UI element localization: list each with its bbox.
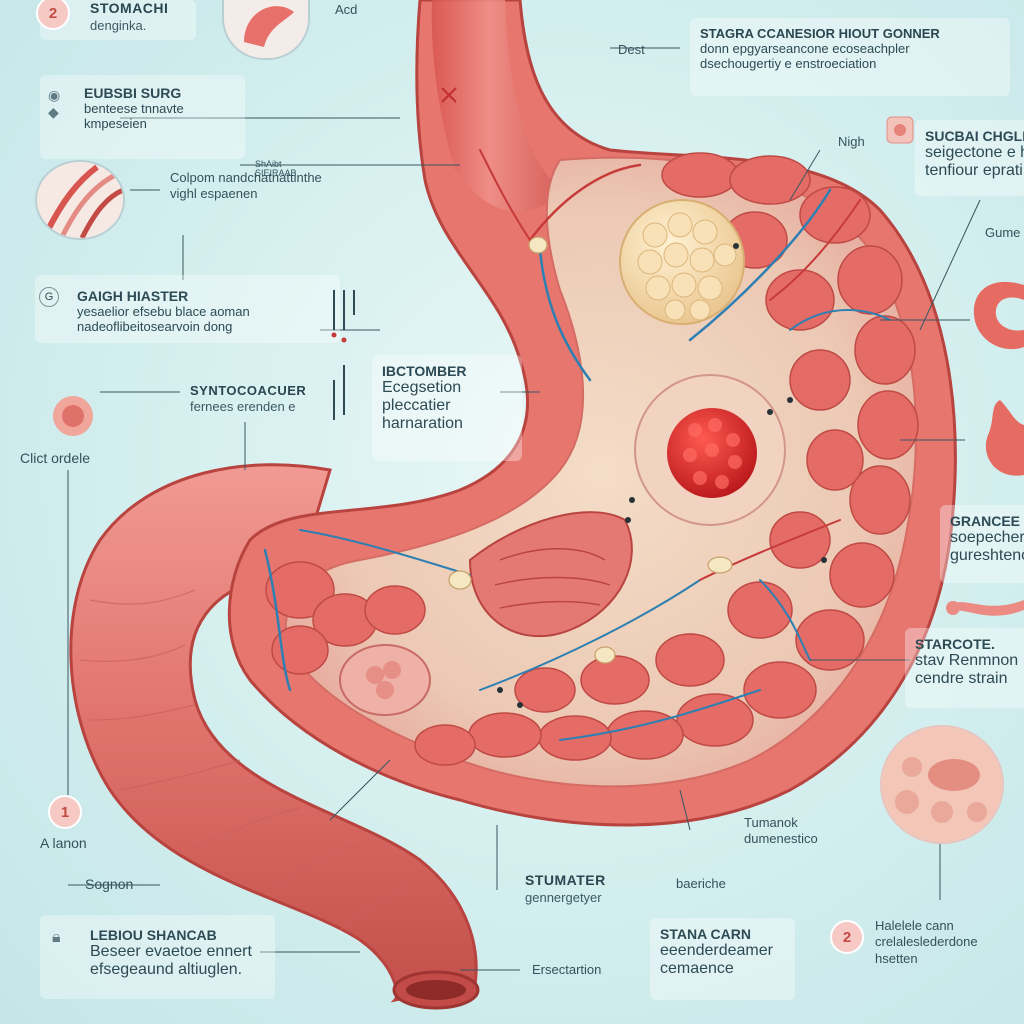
pylorus xyxy=(468,511,633,638)
label-line-1: Ecegsetion xyxy=(382,379,462,396)
label-line-2: tenfiour eprati xyxy=(925,162,1023,179)
lock-icon: 🔒︎ xyxy=(52,929,61,946)
label-line-1: Halelele cann xyxy=(875,918,954,933)
label-top-right: STAGRA CCANESIOR HIOUT GONNER donn epgya… xyxy=(690,18,1010,96)
label-title: GAIGH HIASTER xyxy=(77,288,189,304)
label-nigh: Nigh xyxy=(838,134,865,149)
label-line-1: eeenderdeamer xyxy=(660,942,773,959)
label-title: STOMACHI xyxy=(90,0,169,16)
label-sub: fernees erenden e xyxy=(190,399,296,415)
label-colpom: Colpom nandchatnattinthe vighl espaenen xyxy=(170,170,330,203)
rugae-folds xyxy=(265,152,919,766)
label-line-1: yesaelior efsebu blace aoman xyxy=(77,304,250,319)
label-line-2: cendre strain xyxy=(915,670,1008,687)
label-acd: Acd xyxy=(335,2,358,17)
label-stana: STANA CARN eeenderdeamer cemaence xyxy=(650,918,795,1000)
badge-2: 2 xyxy=(830,920,864,954)
thumbnail-stomach-top xyxy=(222,0,310,60)
label-line-1: stav Renmnon xyxy=(915,652,1019,669)
label-line-1: soepecher xyxy=(950,529,1024,546)
label-title: IBCTOMBER xyxy=(382,363,467,379)
label-title: STANA CARN xyxy=(660,926,751,942)
label-colpom-tag: ShAibt SIEIRAAB xyxy=(255,159,297,178)
label-ersoctation: Ersectartion xyxy=(532,962,602,977)
label-sub: gennergetyer xyxy=(525,889,602,905)
label-line-3: harnaration xyxy=(382,415,463,432)
cell-icon xyxy=(53,396,93,436)
label-title: GRANCEE xyxy=(950,513,1021,529)
label-title: STUMATER xyxy=(525,872,606,888)
stomach-icon xyxy=(973,281,1024,350)
esophagus xyxy=(431,0,560,212)
esophagus-mark xyxy=(441,87,457,103)
label-line-3: hsetten xyxy=(875,950,918,966)
badge-icon: G xyxy=(39,287,59,307)
label-line-2: nadeoflibeitosearvoin dong xyxy=(77,319,233,334)
dotted-markers xyxy=(331,290,355,420)
duodenum xyxy=(69,463,480,1010)
label-sub: denginka. xyxy=(90,17,147,33)
label-lebiou: 🔒︎ LEBIOU SHANCAB Beseer evaetoe ennert … xyxy=(40,915,275,999)
label-tumanok: Tumanok dumenestico xyxy=(744,815,818,848)
label-line-2: kmpeseien xyxy=(84,116,147,131)
bulb-icon: ◉◆ xyxy=(48,87,61,120)
label-line-1: benteese tnnavte xyxy=(84,101,184,116)
label-title: SYNTOCOACUER xyxy=(190,383,307,398)
leader-lines xyxy=(67,47,981,971)
label-baeriche: baeriche xyxy=(676,876,726,891)
label-dest: Dest xyxy=(618,42,645,57)
label-line-1: donn epgyarseancone ecoseachpler xyxy=(700,41,910,56)
blood-vessels xyxy=(263,149,891,741)
label-stomach: 2 STOMACHI denginka. xyxy=(36,0,196,40)
vessel-icon xyxy=(946,600,1024,616)
label-starcote: STARCOTE. stav Renmnon cendre strain xyxy=(905,628,1024,708)
badge: 2 xyxy=(36,0,70,30)
label-line-1: Colpom nandchatnattinthe xyxy=(170,170,322,185)
label-line-2: dsechougertiy e enstroeciation xyxy=(700,56,877,71)
label-halelele: Halelele cann crelaleslederdone hsetten xyxy=(875,918,978,967)
label-line-1: seigectone e h xyxy=(925,144,1024,161)
lymph-nodes xyxy=(448,236,733,664)
label-line-2: cemaence xyxy=(660,960,734,977)
label-gume: Gume xyxy=(985,225,1021,240)
label-stumater: STUMATER gennergetyer xyxy=(525,872,606,906)
label-synto: SYNTOCOACUER fernees erenden e xyxy=(190,383,306,416)
label-grance: GRANCEE soepecher gureshteno xyxy=(940,505,1024,583)
square-icon xyxy=(886,116,914,144)
label-line-2: vighl espaenen xyxy=(170,186,258,202)
tumor xyxy=(667,408,757,498)
label-line-2: gureshteno xyxy=(950,547,1024,564)
label-right-1: SUCBAI CHGLI seigectone e h tenfiour epr… xyxy=(915,120,1024,196)
thumbnail-tissue-sample xyxy=(880,725,1004,844)
label-title: EUBSBI SURG xyxy=(84,85,182,101)
label-clict: Clict ordele xyxy=(20,450,91,466)
label-line-1: Tumanok xyxy=(744,815,798,830)
fat-nodule xyxy=(619,199,745,325)
label-line-1: Beseer evaetoe ennert xyxy=(90,943,252,960)
label-title: STAGRA CCANESIOR HIOUT GONNER xyxy=(700,26,940,41)
label-line-2: efsegeaund altiuglen. xyxy=(90,961,243,978)
label-title: STARCOTE. xyxy=(915,636,995,652)
label-line-2: pleccatier xyxy=(382,397,451,414)
label-line-2: dumenestico xyxy=(744,831,818,847)
label-left-2: G GAIGH HIASTER yesaelior efsebu blace a… xyxy=(35,275,340,343)
label-sognon: Sognon xyxy=(85,876,134,892)
label-center-1: IBCTOMBER Ecegsetion pleccatier harnarat… xyxy=(372,355,522,461)
label-line-2: crelaleslederdone xyxy=(875,934,978,950)
label-title: SUCBAI CHGLI xyxy=(925,128,1024,144)
label-left-1: ◉◆ EUBSBI SURG benteese tnnavte kmpeseie… xyxy=(40,75,245,159)
badge-1: 1 xyxy=(48,795,82,829)
pyloric-lesion xyxy=(339,644,431,716)
thumbnail-muscle-fibers xyxy=(35,160,125,240)
organ-icon xyxy=(985,400,1024,476)
label-a-lanon: A lanon xyxy=(40,835,87,851)
label-title: LEBIOU SHANCAB xyxy=(90,927,217,943)
